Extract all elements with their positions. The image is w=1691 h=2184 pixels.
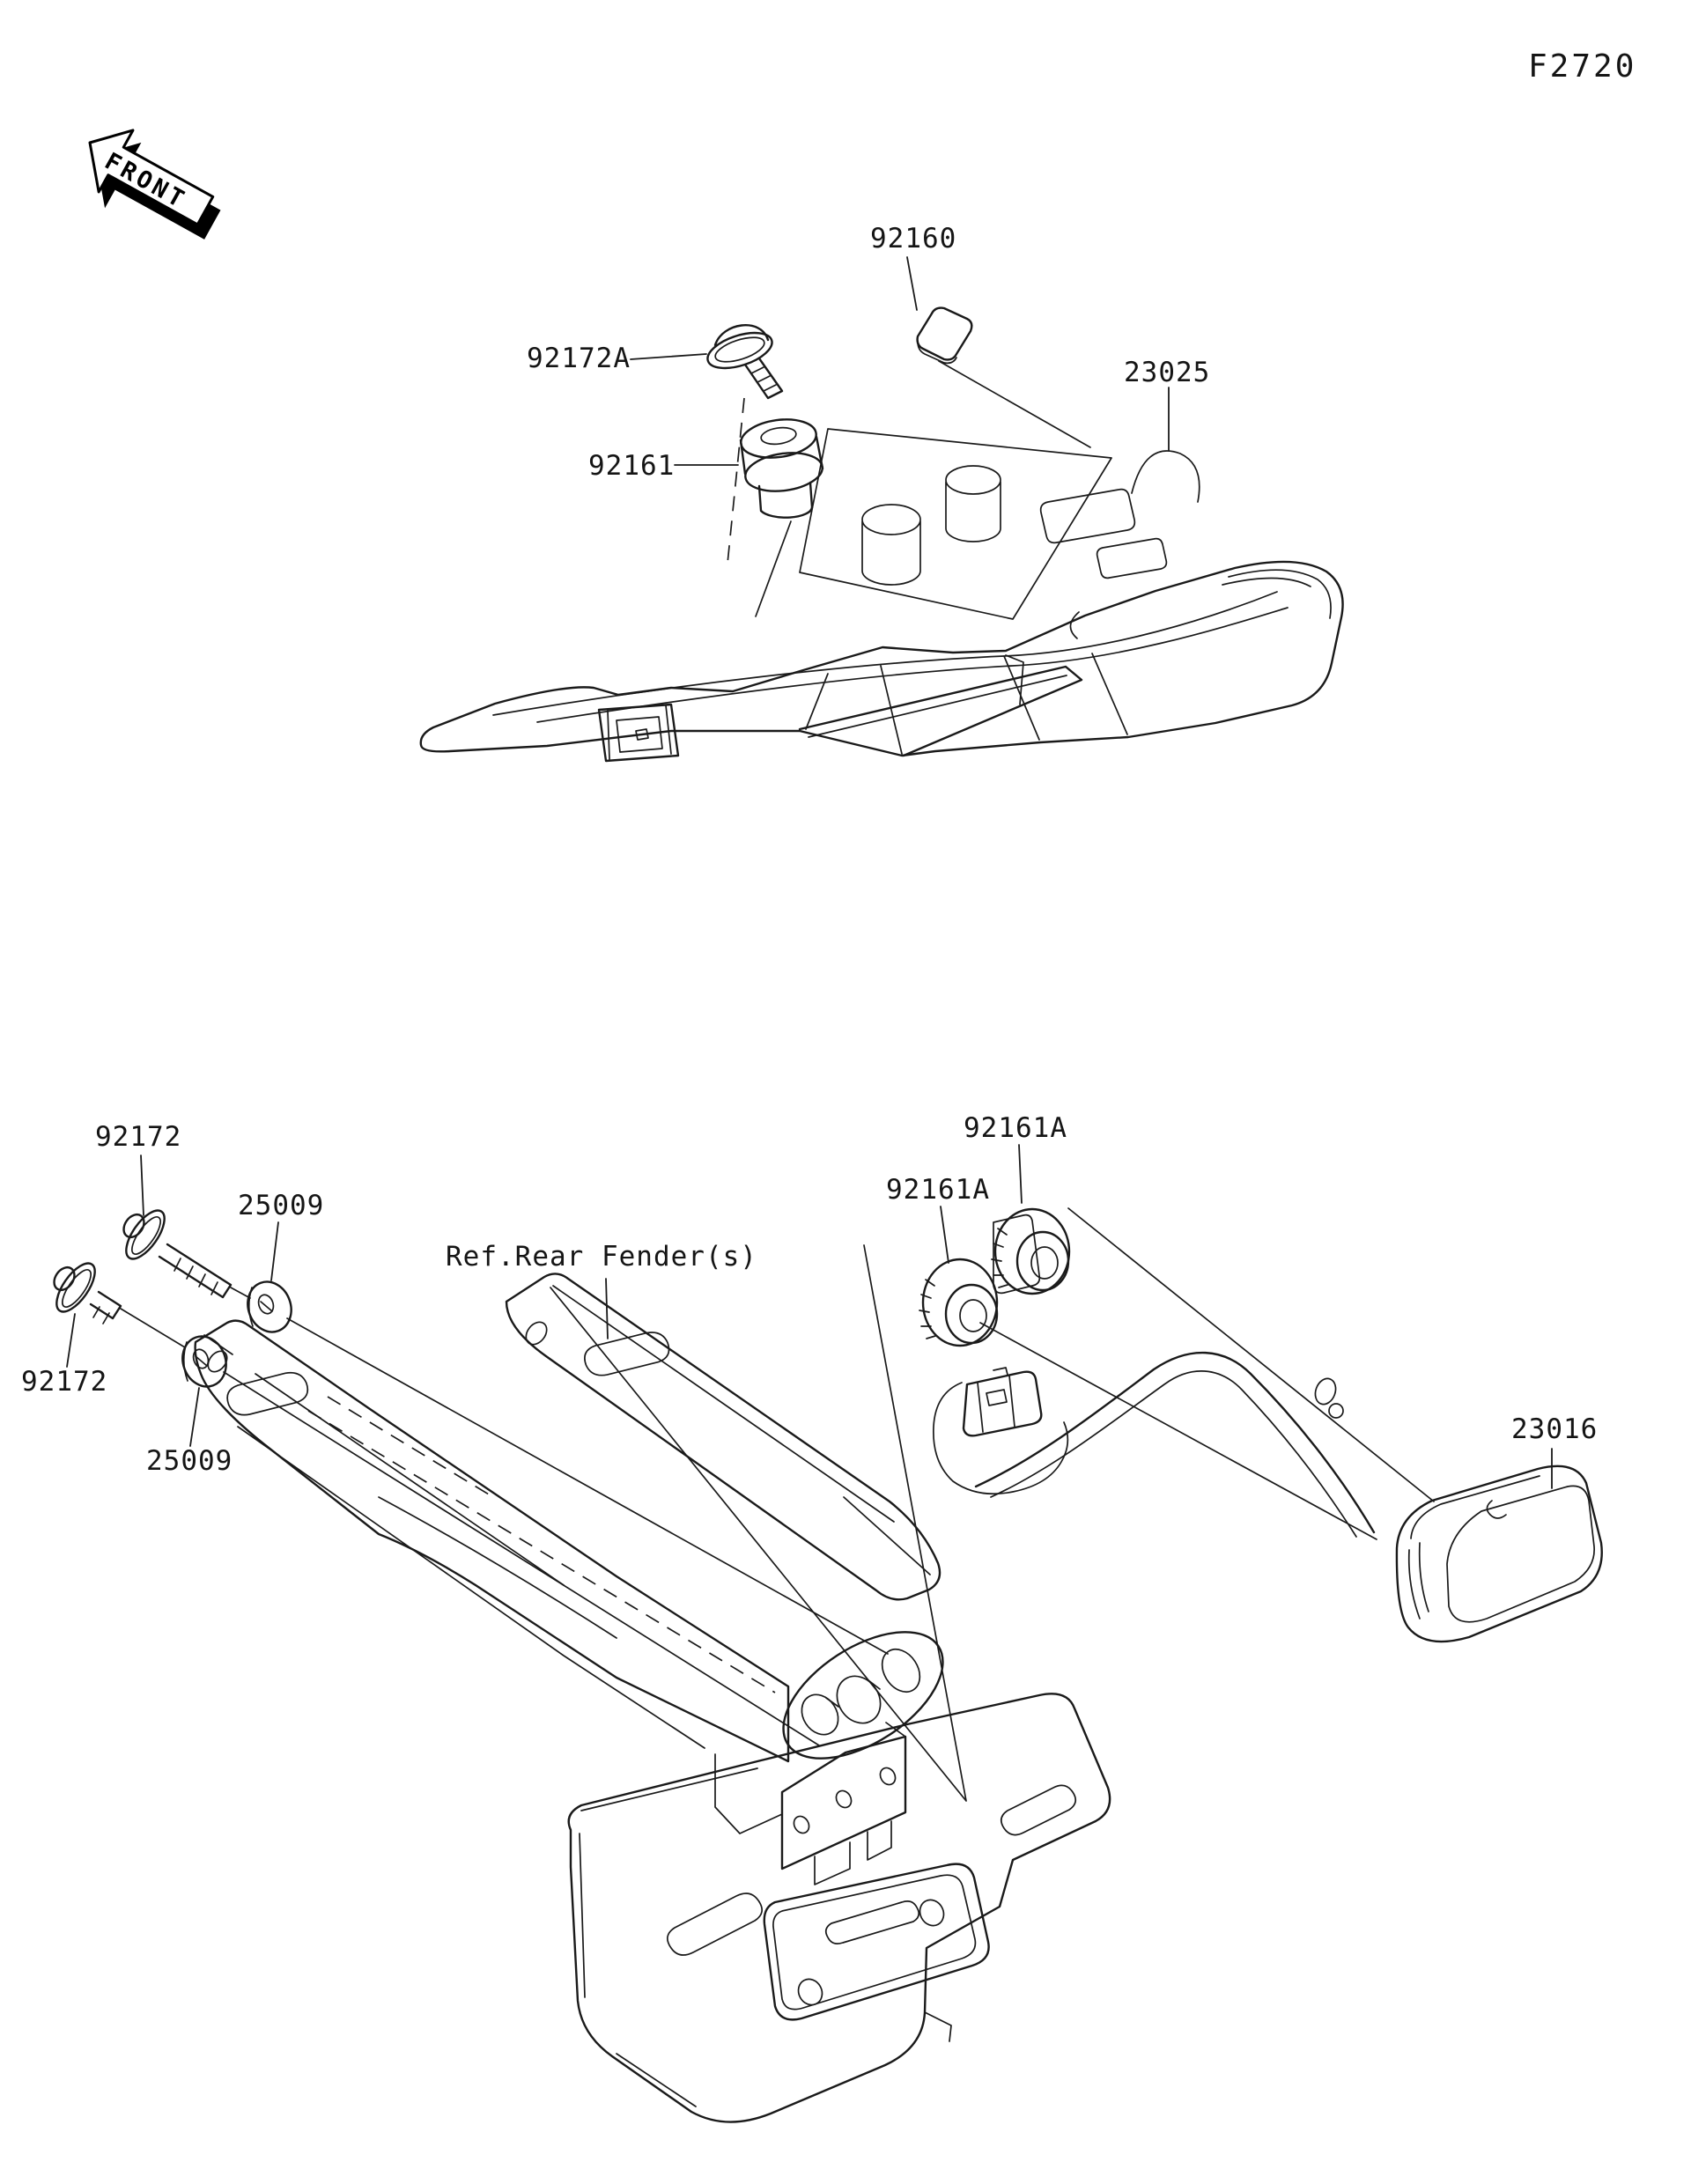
- pad-92160-drawing: [906, 256, 1091, 448]
- lamp-23016-drawing: [1395, 1448, 1603, 1643]
- bolt-lower-axis-line: [120, 1308, 820, 1746]
- front-arrow: FRONT: [88, 129, 221, 240]
- part-label-92161a-right: 92161A: [964, 1112, 1067, 1144]
- mount-block-drawing: [780, 1722, 907, 1885]
- part-label-92172-upper: 92172: [95, 1121, 182, 1153]
- license-bracket-drawing: [567, 1693, 1111, 2123]
- part-label-25009-upper: 25009: [238, 1190, 325, 1221]
- grommet-left-line: [979, 1322, 1377, 1540]
- bolt-upper-axis-line: [230, 1287, 889, 1655]
- part-label-23025: 23025: [1124, 357, 1211, 388]
- grommet-92161-drawing: [674, 418, 824, 617]
- grommet-92161a-left-drawing: [919, 1206, 999, 1347]
- connector-and-wire-drawing: [933, 1351, 1376, 1538]
- ref-rear-fender-label: Ref.Rear Fender(s): [446, 1241, 757, 1273]
- bracket-arm-drawing: [194, 1319, 790, 1834]
- part-label-25009-lower: 25009: [146, 1445, 233, 1477]
- washer-25009-lower-drawing: [181, 1335, 227, 1447]
- part-label-92160: 92160: [870, 223, 957, 255]
- bolt-92172-lower-drawing: [53, 1262, 122, 1368]
- part-label-92172-lower: 92172: [21, 1366, 108, 1398]
- grommet-92161a-right-drawing: [991, 1144, 1071, 1295]
- grommet-right-line: [1067, 1207, 1435, 1502]
- part-label-92161: 92161: [588, 450, 676, 482]
- assembly-zone-lines: [550, 1244, 967, 1802]
- tail-cover-assembly-drawing: [419, 397, 1344, 763]
- part-label-23016: 23016: [1511, 1413, 1599, 1445]
- rear-fender-stay-drawing: [505, 1273, 941, 1601]
- figure-code: F2720: [1528, 48, 1637, 85]
- part-label-92161a-left: 92161A: [886, 1174, 990, 1206]
- bolt-92172-upper-drawing: [122, 1155, 233, 1299]
- screw-92172a-drawing: [630, 324, 784, 400]
- bracket-boss-drawing: [782, 1631, 944, 1760]
- washer-25009-upper-drawing: [247, 1221, 292, 1333]
- part-label-92172a: 92172A: [527, 343, 631, 374]
